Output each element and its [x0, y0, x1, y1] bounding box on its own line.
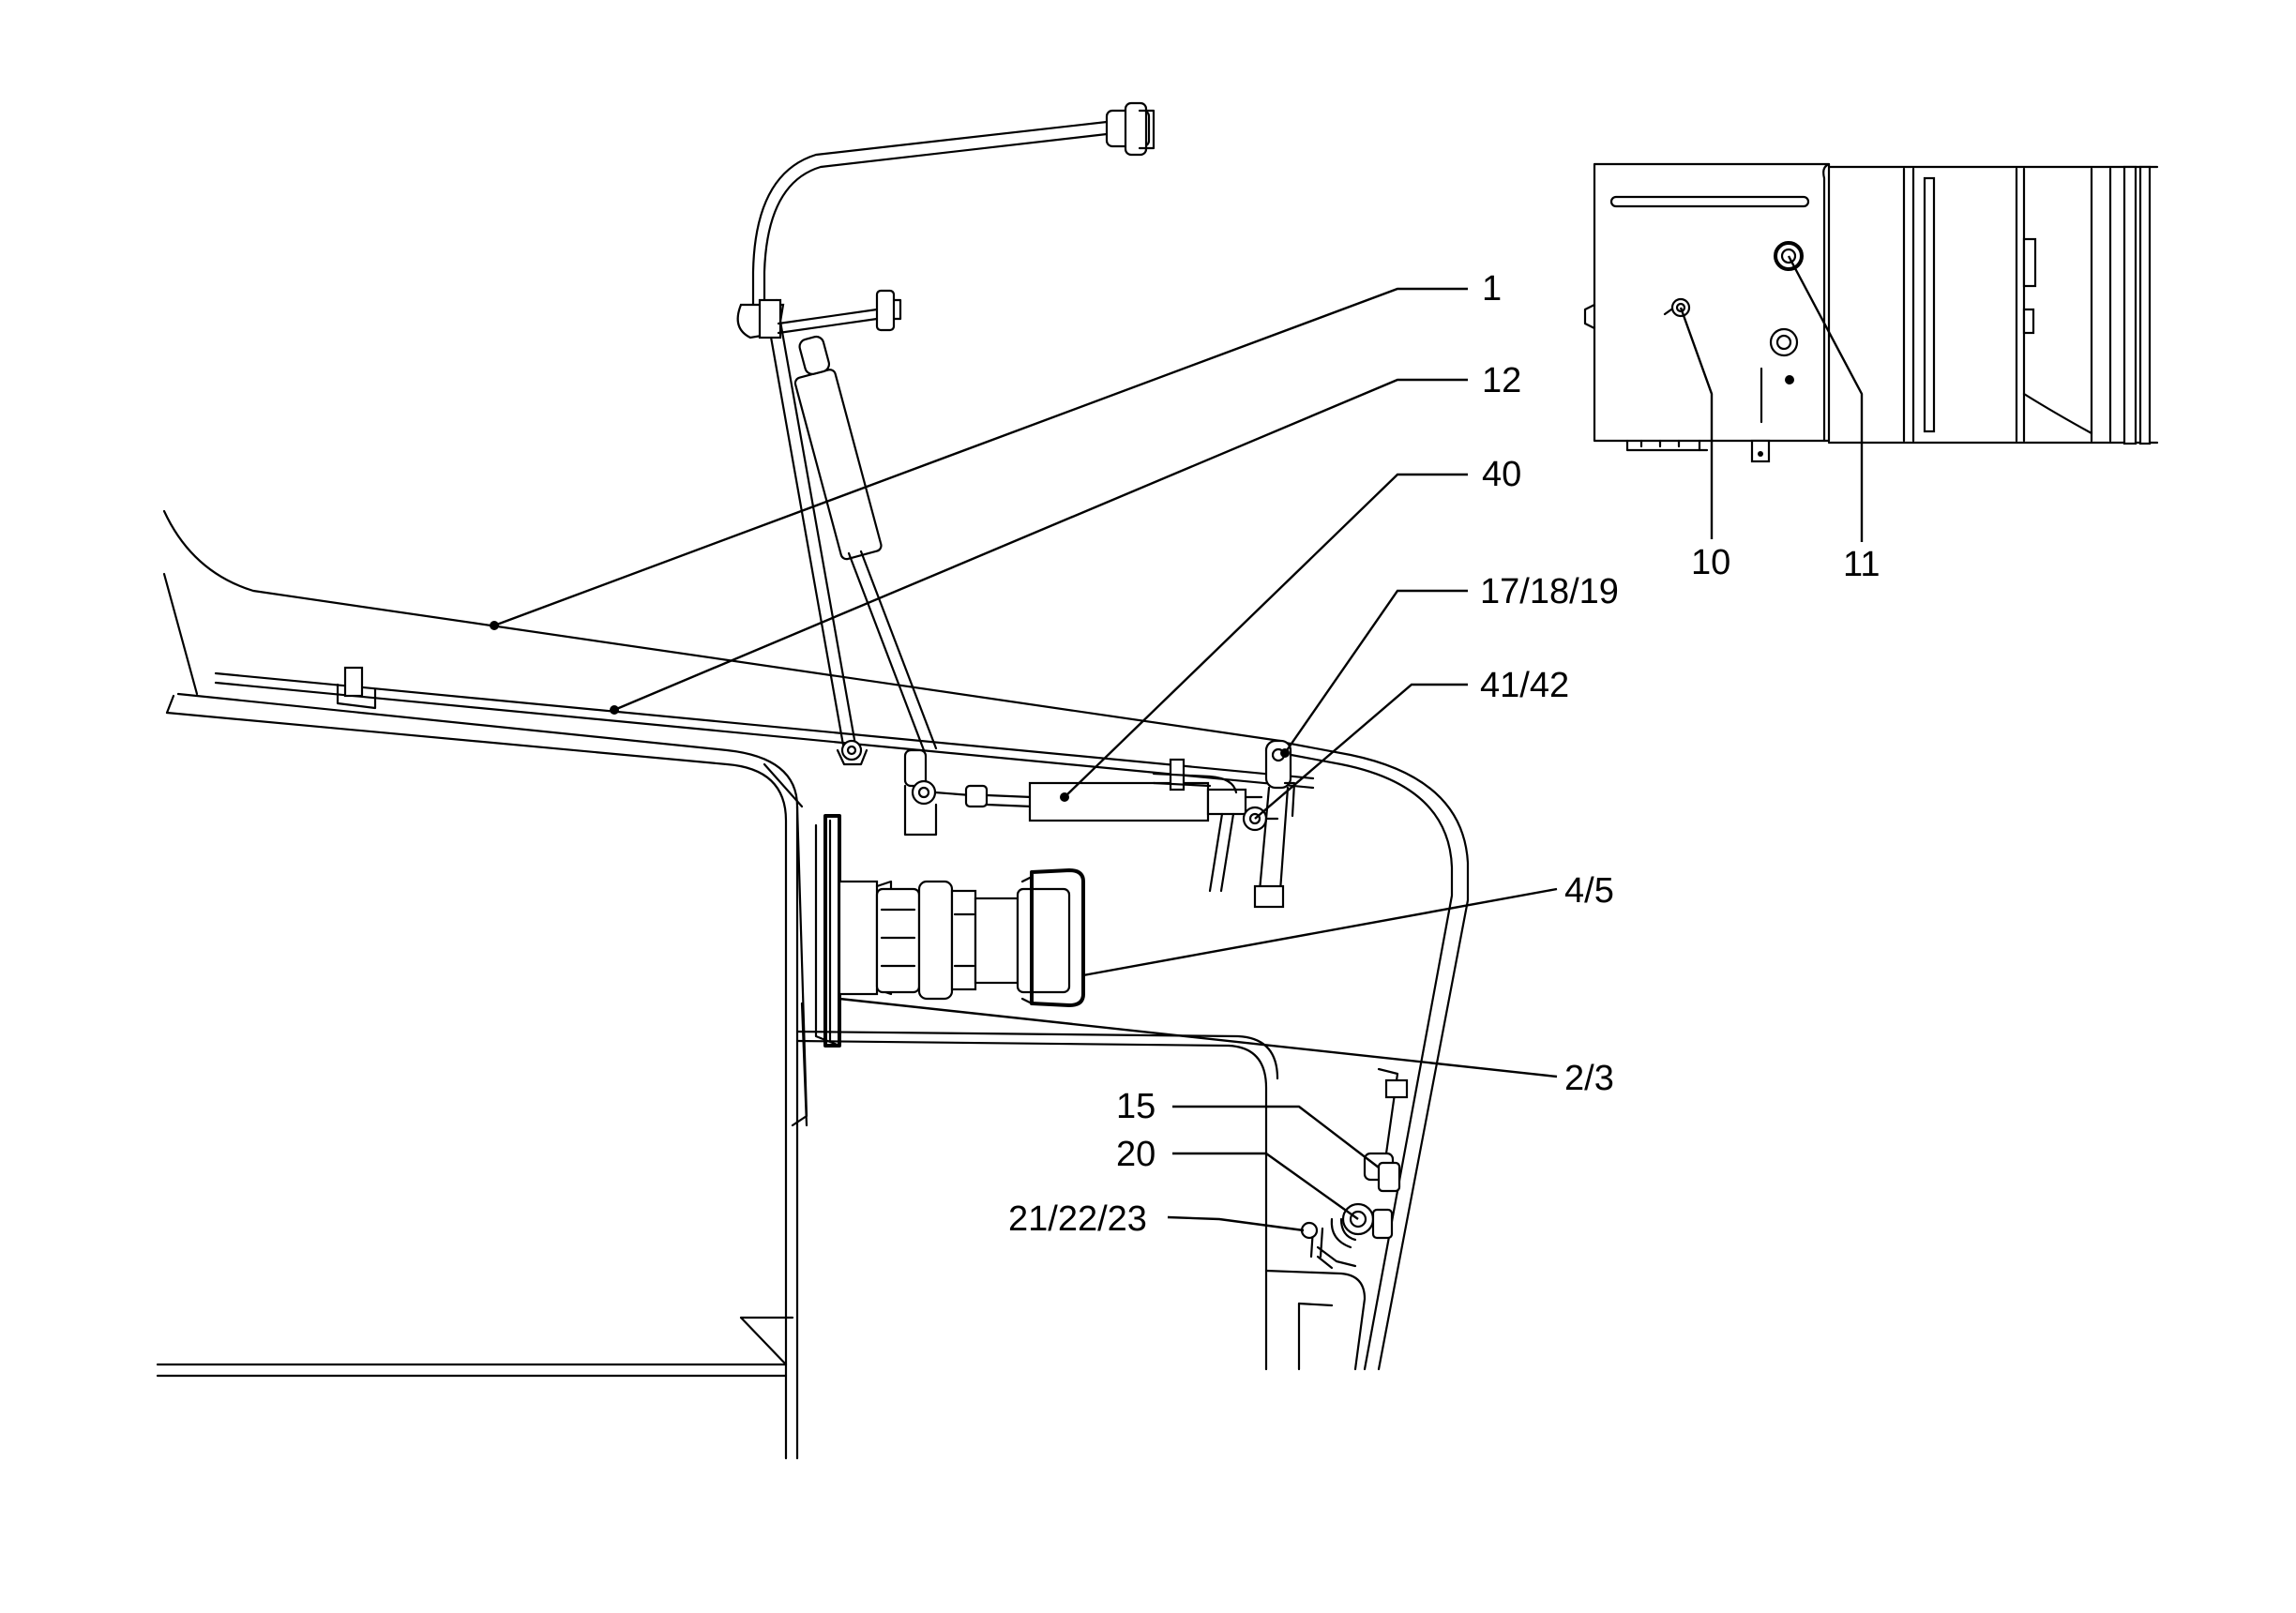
leader-15 [1172, 1105, 1380, 1168]
gas-strut-assembly [736, 101, 1156, 837]
latch-assembly [1300, 1152, 1401, 1270]
callout-10: 10 [1691, 543, 1730, 582]
leader-2 [838, 997, 1558, 1078]
callout-21-22-23: 21/22/23 [1008, 1199, 1147, 1239]
leader-17 [1284, 589, 1468, 754]
callout-12: 12 [1482, 361, 1521, 400]
inset-detail-view [1583, 162, 2159, 463]
leader-12 [613, 378, 1468, 712]
callout-15: 15 [1116, 1087, 1156, 1126]
callout-2-3: 2/3 [1564, 1059, 1614, 1098]
machine-housing [156, 509, 1470, 1460]
leader-41 [1254, 683, 1468, 820]
callout-labels: 1 12 40 17/18/19 41/42 4/5 2/3 15 20 21/… [1008, 269, 1880, 1239]
callout-1: 1 [1482, 269, 1502, 309]
mounting-plate [800, 1002, 808, 1127]
leader-21 [1167, 1215, 1305, 1232]
leader-40 [1064, 473, 1468, 798]
motor-assembly [814, 814, 1085, 1048]
leader-10 [1679, 307, 1714, 539]
leader-11 [1787, 255, 1864, 542]
callout-40: 40 [1482, 455, 1521, 494]
leader-20 [1172, 1152, 1359, 1220]
actuator-40 [933, 739, 1296, 909]
callout-11: 11 [1843, 545, 1880, 584]
leader-lines [490, 255, 1864, 1232]
callout-4-5: 4/5 [1564, 871, 1614, 911]
leader-4 [1082, 887, 1558, 977]
callout-41-42: 41/42 [1480, 666, 1569, 705]
leader-1 [493, 287, 1468, 627]
callout-17-18-19: 17/18/19 [1480, 572, 1619, 611]
callout-20: 20 [1116, 1135, 1156, 1174]
